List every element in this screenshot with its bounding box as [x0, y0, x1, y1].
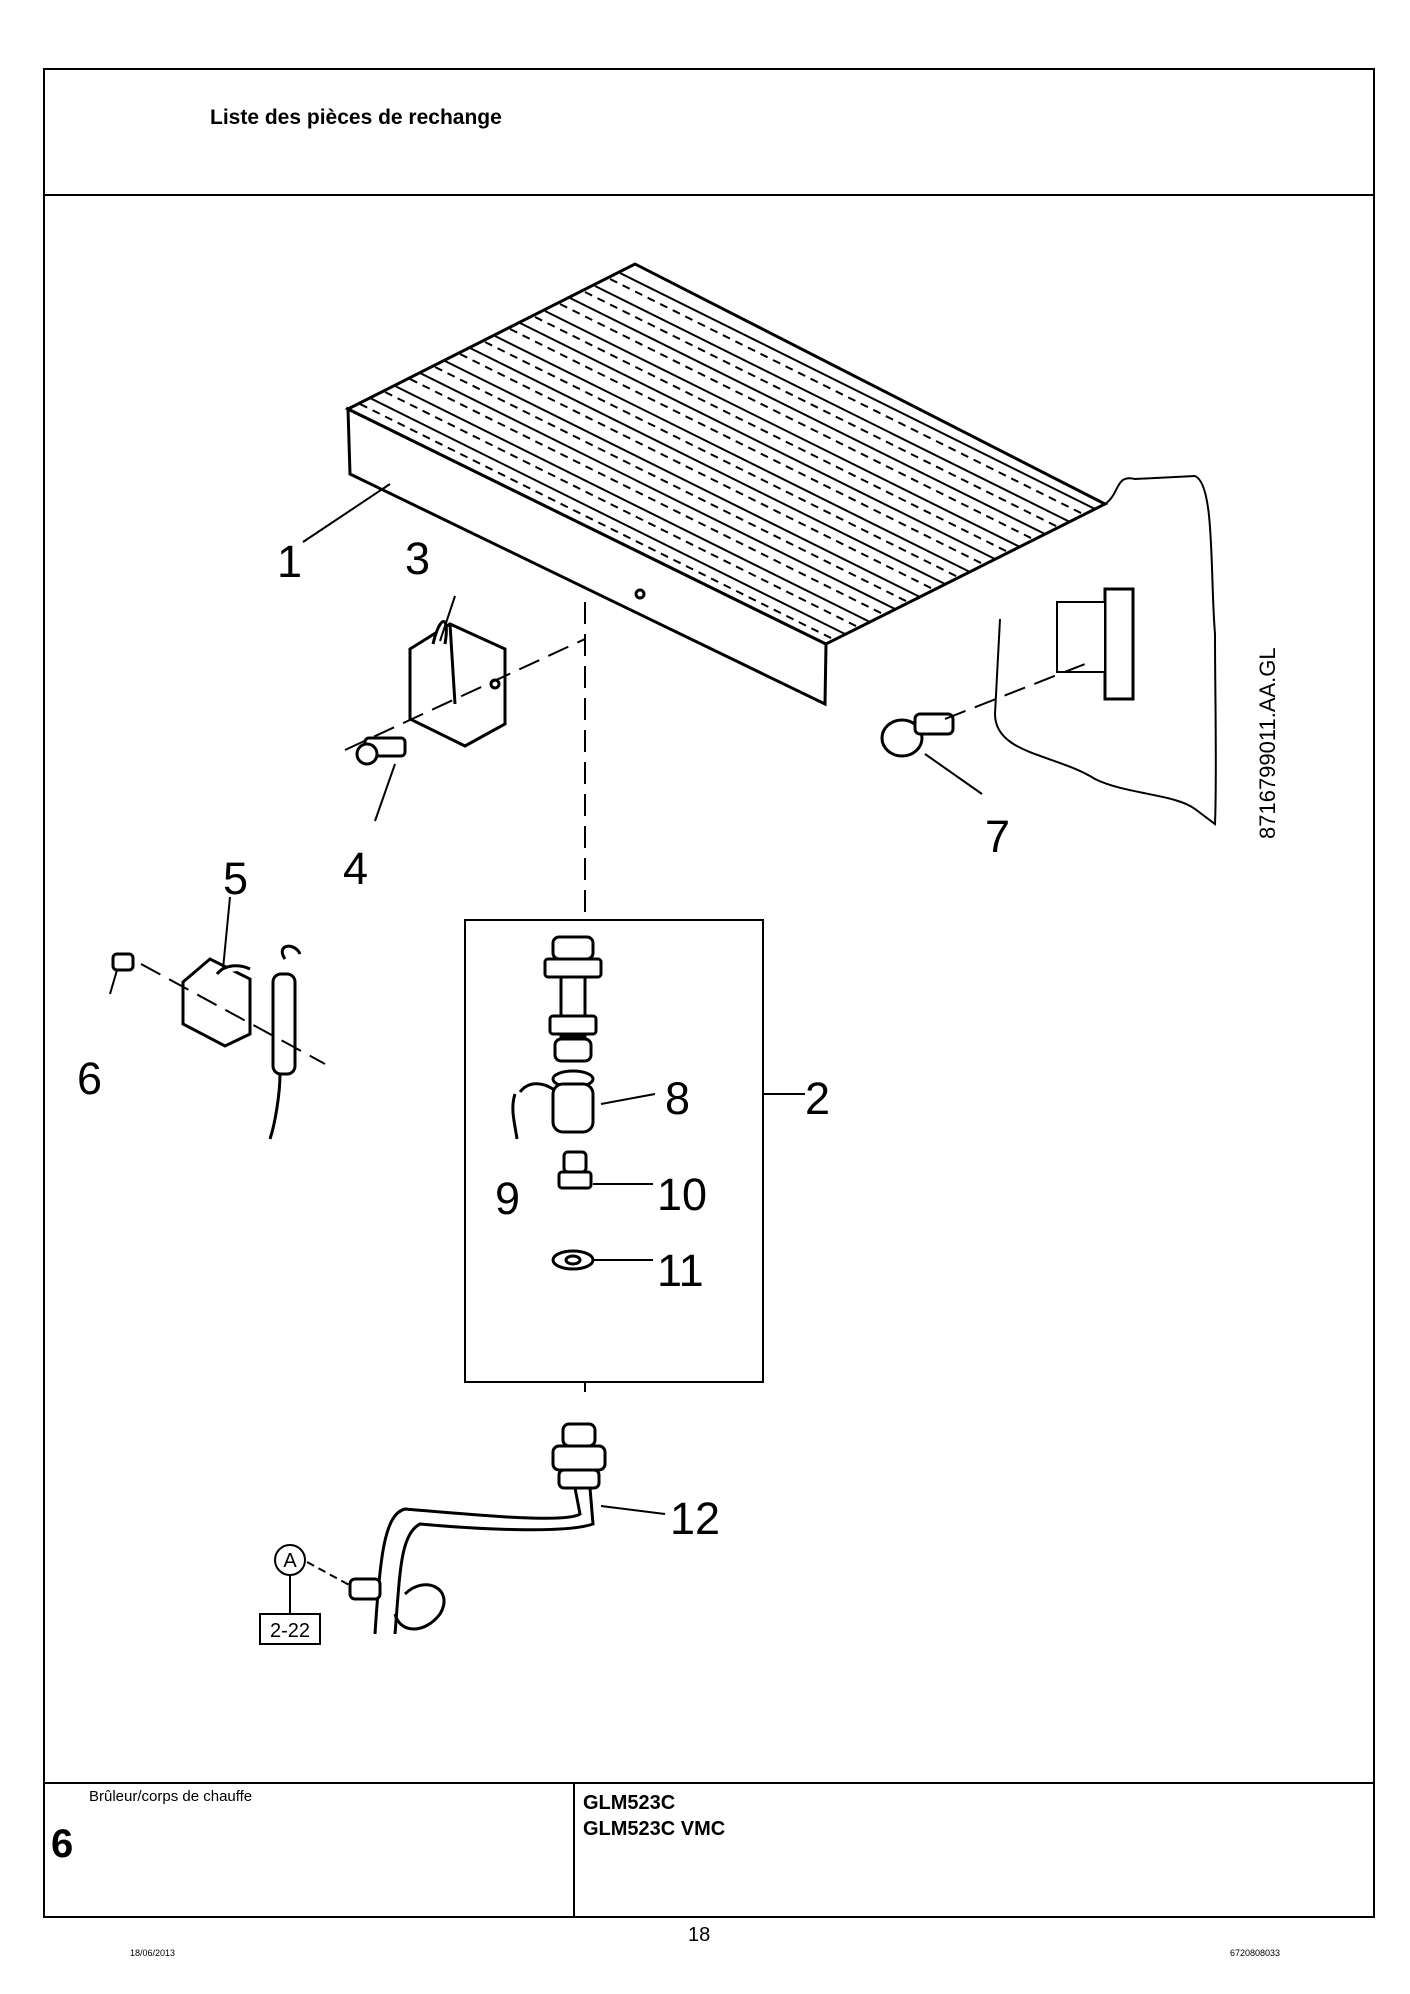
callout-9: 9 [495, 1173, 520, 1224]
page-title: Liste des pièces de rechange [210, 106, 502, 129]
burner-assembly-drawing [344, 262, 1217, 826]
callout-1: 1 [277, 536, 302, 587]
section-label: Brûleur/corps de chauffe [89, 1788, 253, 1805]
page-frame: Liste des pièces de rechange Brûleur/cor… [43, 68, 1375, 1918]
footer-column-divider [573, 1782, 575, 1916]
document-number: 6720808033 [1230, 1948, 1281, 1958]
callout-2: 2 [805, 1073, 830, 1124]
model-name: GLM523C VMC [583, 1818, 726, 1840]
callout-3: 3 [405, 533, 430, 584]
page-number: 18 [688, 1924, 711, 1946]
callout-6: 6 [77, 1053, 102, 1104]
callout-11: 11 [657, 1245, 704, 1296]
callout-labels: 1 2 3 4 5 6 7 8 9 10 11 12 [77, 533, 1010, 1544]
electrode-drawing [111, 944, 302, 1140]
screw-drawing [880, 712, 955, 758]
drawing-code: 8716799011.AA.GL [1255, 647, 1280, 839]
nozzle-kit-box [464, 919, 805, 1383]
cross-reference: A 2-22 [259, 1544, 352, 1645]
model-name: GLM523C [583, 1792, 676, 1814]
bracket-drawing [355, 620, 507, 766]
callout-4: 4 [343, 843, 368, 894]
callout-12: 12 [670, 1493, 720, 1544]
header-divider [45, 194, 1373, 196]
callout-10: 10 [657, 1169, 707, 1220]
leader-lines [109, 483, 983, 995]
callout-5: 5 [223, 853, 248, 904]
print-date: 18/06/2013 [130, 1948, 176, 1958]
footer-divider [45, 1782, 1373, 1784]
section-number: 6 [51, 1822, 74, 1866]
reference-letter: A [283, 1550, 297, 1572]
reference-page: 2-22 [270, 1620, 310, 1642]
exploded-parts-diagram: A 2-22 1 2 3 4 5 6 7 8 9 10 11 12 871679… [77, 262, 1280, 1645]
callout-7: 7 [985, 811, 1010, 862]
gas-pipe-drawing [348, 1422, 666, 1635]
callout-8: 8 [665, 1073, 690, 1124]
